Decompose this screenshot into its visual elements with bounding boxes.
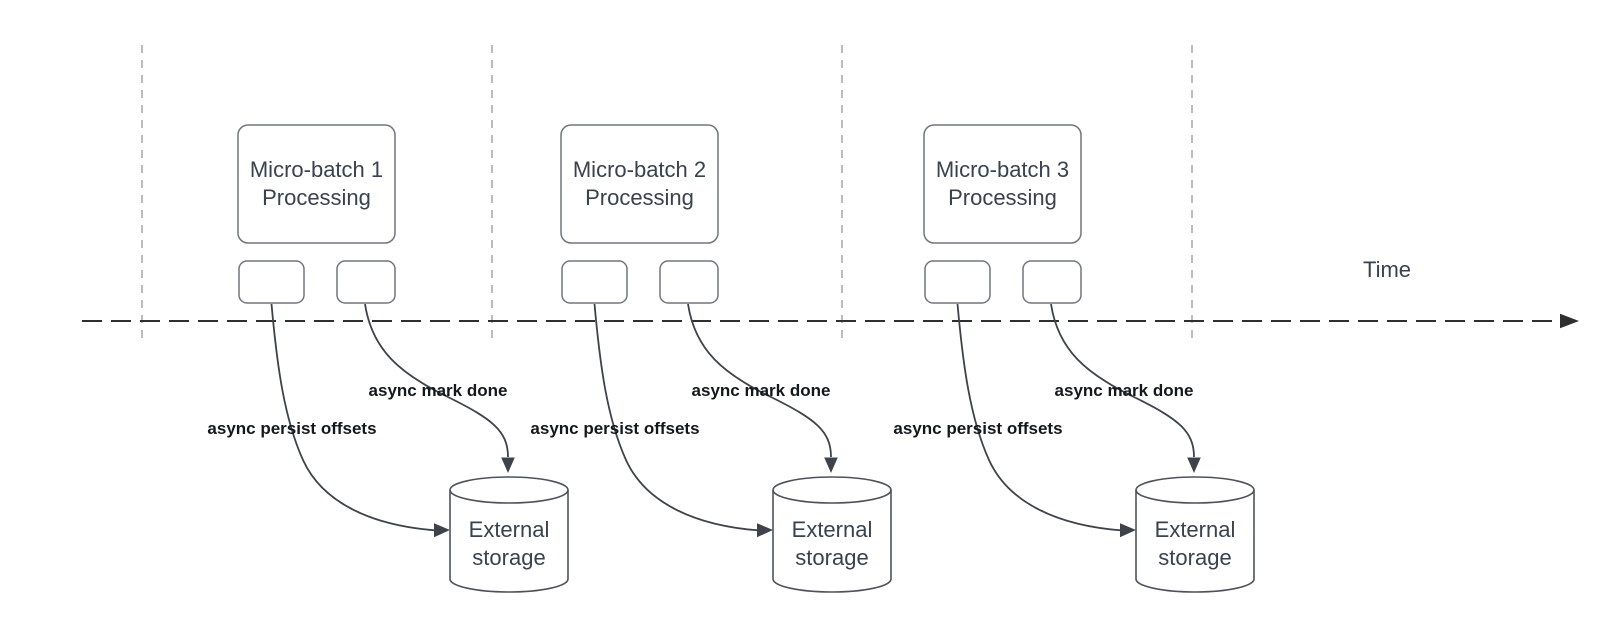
done-task-box xyxy=(336,260,396,304)
external-storage-label-line1: External xyxy=(792,517,873,542)
external-storage-cylinder-rim xyxy=(772,489,892,504)
done-arrowhead-icon xyxy=(1187,457,1201,473)
external-storage-cylinder xyxy=(1135,476,1255,593)
persist-arrowhead-icon xyxy=(434,523,450,538)
processing-box-title-line1: Micro-batch 3 xyxy=(936,157,1069,182)
processing-box-title-line1: Micro-batch 1 xyxy=(250,157,383,182)
external-storage-label-line1: External xyxy=(469,517,550,542)
mark-done-label: async mark done xyxy=(369,381,508,400)
external-storage-cylinder xyxy=(449,476,569,593)
persist-offsets-label: async persist offsets xyxy=(530,419,699,438)
processing-box-title-line1: Micro-batch 2 xyxy=(573,157,706,182)
persist-offsets-connector xyxy=(593,303,761,532)
external-storage-label-line2: storage xyxy=(1158,545,1231,570)
done-task-box xyxy=(1022,260,1082,304)
external-storage-label-line1: External xyxy=(1155,517,1236,542)
time-axis-arrowhead-icon xyxy=(1560,313,1579,329)
persist-arrowhead-icon xyxy=(1120,523,1136,538)
time-axis-label: Time xyxy=(1363,257,1411,282)
external-storage-cylinder xyxy=(772,476,892,593)
processing-box xyxy=(923,124,1082,244)
done-arrowhead-icon xyxy=(501,457,515,473)
external-storage-cylinder-rim xyxy=(1135,489,1255,504)
external-storage-cylinder-rim xyxy=(449,489,569,504)
time-axis: Time xyxy=(82,257,1579,329)
mark-done-connector xyxy=(364,303,509,458)
offset-task-box xyxy=(561,260,628,304)
done-arrowhead-icon xyxy=(824,457,838,473)
processing-box-title-line2: Processing xyxy=(948,185,1057,210)
external-storage-label-line2: storage xyxy=(472,545,545,570)
persist-offsets-label: async persist offsets xyxy=(207,419,376,438)
processing-box xyxy=(560,124,719,244)
mark-done-connector xyxy=(687,303,832,458)
external-storage-label-line2: storage xyxy=(795,545,868,570)
micro-batch-group-1: Micro-batch 1 Processing async persist o… xyxy=(207,124,569,593)
processing-box-title-line2: Processing xyxy=(585,185,694,210)
done-task-box xyxy=(659,260,719,304)
processing-box xyxy=(237,124,396,244)
persist-arrowhead-icon xyxy=(757,523,773,538)
mark-done-label: async mark done xyxy=(692,381,831,400)
persist-offsets-connector xyxy=(270,303,438,532)
mark-done-label: async mark done xyxy=(1055,381,1194,400)
micro-batch-group-2: Micro-batch 2 Processing async persist o… xyxy=(530,124,892,593)
offset-task-box xyxy=(924,260,991,304)
timeline-guides xyxy=(141,45,1193,340)
offset-task-box xyxy=(238,260,305,304)
micro-batch-group-3: Micro-batch 3 Processing async persist o… xyxy=(893,124,1255,593)
persist-offsets-connector xyxy=(956,303,1124,532)
persist-offsets-label: async persist offsets xyxy=(893,419,1062,438)
mark-done-connector xyxy=(1050,303,1195,458)
processing-box-title-line2: Processing xyxy=(262,185,371,210)
